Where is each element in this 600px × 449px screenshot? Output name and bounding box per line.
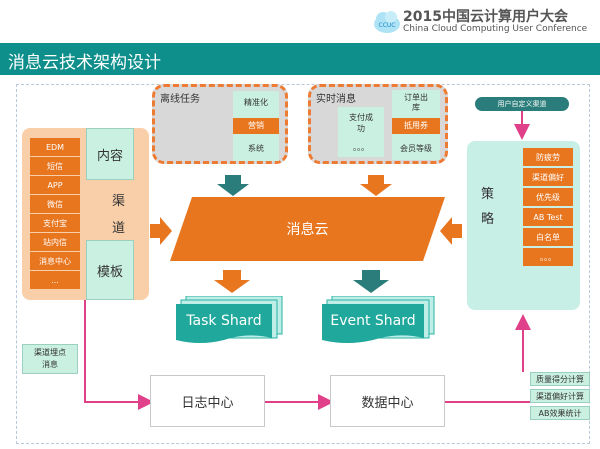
burial-point-box bbox=[22, 344, 78, 374]
offline-task-title: 离线任务 bbox=[160, 94, 200, 105]
channel-item-sms: 短信 bbox=[30, 157, 80, 175]
strategy-item-more: 。。。 bbox=[523, 248, 573, 266]
channel-to-log-line bbox=[84, 300, 154, 410]
event-shard-label: Event Shard bbox=[330, 313, 416, 329]
user-defined-channel: 用户自定义渠道 bbox=[475, 97, 569, 111]
channel-item-more: ... bbox=[30, 271, 80, 289]
offline-item-precise: 精准化 bbox=[244, 98, 268, 107]
log-center-box: 日志中心 bbox=[150, 375, 265, 427]
channel-label-2: 道 bbox=[112, 221, 126, 236]
event-shard-stack bbox=[322, 296, 435, 343]
data-center-box: 数据中心 bbox=[330, 375, 445, 427]
pay-success-line1: 支付成 bbox=[349, 113, 373, 122]
channel-right-arrow bbox=[150, 217, 172, 245]
metric-channel-pref: 渠道偏好计算 bbox=[530, 389, 590, 403]
realtime-msg-title: 实时消息 bbox=[316, 94, 356, 105]
strategy-item-ab-test: AB Test bbox=[523, 208, 573, 226]
strategy-item-priority: 优先级 bbox=[523, 188, 573, 206]
title-bar bbox=[0, 43, 600, 75]
strategy-item-channel-pref: 渠道偏好 bbox=[523, 168, 573, 186]
pay-success-column bbox=[338, 107, 384, 157]
realtime-down-arrow bbox=[360, 175, 392, 196]
member-level-item: 会员等级 bbox=[400, 144, 432, 153]
template-label: 模板 bbox=[96, 264, 123, 280]
strategy-left-arrow bbox=[440, 217, 462, 245]
slide-title: 消息云技术架构设计 bbox=[8, 53, 161, 73]
cloud-to-task-arrow bbox=[214, 270, 250, 293]
strategy-label-1: 策 bbox=[481, 187, 495, 202]
channel-item-app: APP bbox=[30, 176, 80, 194]
offline-down-arrow bbox=[217, 175, 249, 196]
realtime-dots: 。。。 bbox=[353, 143, 369, 152]
channel-item-wechat: 微信 bbox=[30, 195, 80, 213]
channel-item-site-msg: 站内信 bbox=[30, 233, 80, 251]
burial-point-line1: 渠道埋点 bbox=[34, 348, 66, 357]
channel-item-msg-center: 消息中心 bbox=[30, 252, 80, 270]
logo-text: CCUC bbox=[379, 22, 396, 29]
conference-title: 2015中国云计算用户大会 bbox=[403, 9, 568, 25]
burial-point-line2: 消息 bbox=[42, 360, 58, 369]
strategy-item-whitelist: 白名单 bbox=[523, 228, 573, 246]
channel-label-1: 渠 bbox=[112, 194, 126, 209]
metric-quality-score: 质量得分计算 bbox=[530, 372, 590, 386]
order-out-line1: 订单出 bbox=[404, 93, 428, 102]
content-box: 内容 bbox=[86, 128, 134, 180]
conference-subtitle: China Cloud Computing User Conference bbox=[403, 24, 588, 34]
diagram-frame bbox=[16, 84, 590, 444]
voucher-item: 抵用券 bbox=[392, 118, 440, 134]
metric-ab-effect: AB效果统计 bbox=[530, 406, 590, 420]
offline-item-marketing: 营销 bbox=[233, 118, 279, 134]
channel-item-alipay: 支付宝 bbox=[30, 214, 80, 232]
strategy-label-2: 略 bbox=[481, 212, 495, 227]
order-out-line2: 库 bbox=[412, 103, 420, 112]
pay-success-line2: 功 bbox=[357, 124, 365, 133]
offline-item-system: 系统 bbox=[248, 144, 264, 153]
task-shard-stack bbox=[176, 296, 283, 343]
cloud-to-event-arrow bbox=[353, 270, 389, 293]
channel-item-edm: EDM bbox=[30, 138, 80, 156]
task-shard-label: Task Shard bbox=[186, 313, 262, 329]
message-cloud-shape bbox=[170, 197, 445, 261]
strategy-item-anti-fatigue: 防疲劳 bbox=[523, 148, 573, 166]
message-cloud-label: 消息云 bbox=[286, 222, 329, 238]
template-box: 模板 bbox=[86, 240, 134, 300]
ccuc-cloud-logo-icon: CCUC bbox=[374, 11, 400, 33]
